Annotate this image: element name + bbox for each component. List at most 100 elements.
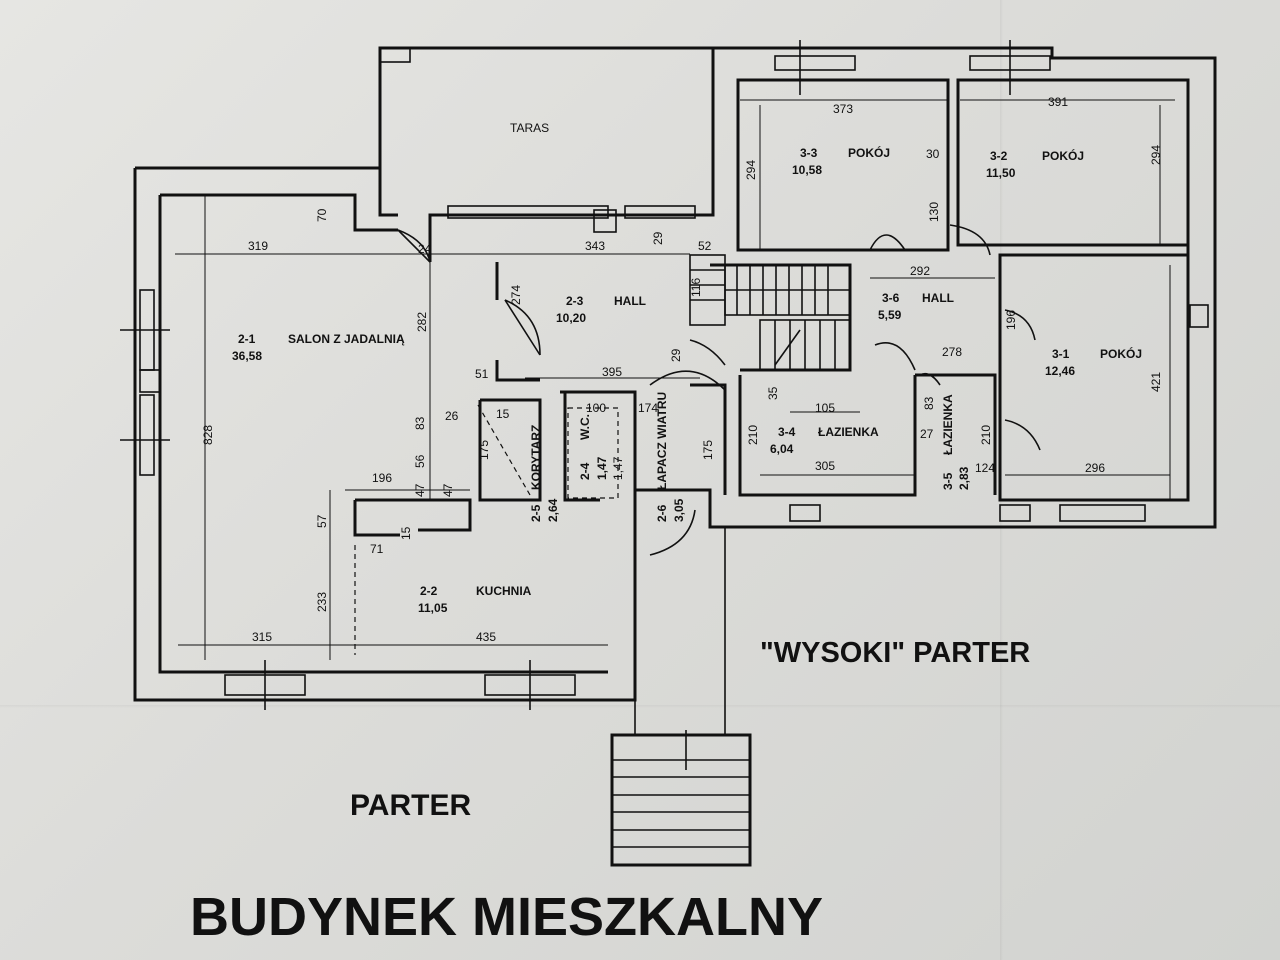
- room-3-2-code: 3-2: [990, 149, 1008, 163]
- plan-texts: TARAS 2-1 SALON Z JADALNIĄ 36,58 2-2 KUC…: [201, 95, 1163, 644]
- room-3-5-name: ŁAZIENKA: [941, 394, 955, 455]
- dim-label: 57: [315, 514, 329, 528]
- dim-label: 24: [418, 242, 432, 256]
- dim-label: 26: [445, 409, 459, 423]
- headings: "WYSOKI" PARTER PARTER BUDYNEK MIESZKALN…: [190, 637, 1030, 947]
- room-3-4-name: ŁAZIENKA: [818, 425, 879, 439]
- dim-label: 343: [585, 239, 605, 253]
- room-2-2-area: 11,05: [418, 601, 448, 615]
- doors: [397, 224, 1041, 556]
- dim-label: 175: [701, 440, 715, 460]
- dim-label: 15: [496, 407, 510, 421]
- dim-label: 56: [413, 454, 427, 468]
- room-2-1-area: 36,58: [232, 349, 262, 363]
- dim-label: 294: [744, 160, 758, 180]
- dim-label: 1,47: [611, 456, 625, 480]
- room-3-6-name: HALL: [922, 291, 954, 305]
- room-2-6-code: 2-6: [655, 504, 669, 522]
- room-3-3-code: 3-3: [800, 146, 818, 160]
- dimension-lines: [175, 99, 1175, 660]
- dim-label: 292: [910, 264, 930, 278]
- dim-label: 196: [1004, 310, 1018, 330]
- room-2-5-name: KORYTARZ: [529, 425, 543, 490]
- room-3-5-code: 3-5: [941, 472, 955, 490]
- dim-label: 196: [372, 471, 392, 485]
- room-2-3-name: HALL: [614, 294, 646, 308]
- dim-label: 51: [475, 367, 489, 381]
- room-3-6-code: 3-6: [882, 291, 900, 305]
- dim-label: 29: [651, 231, 665, 245]
- terrace-label: TARAS: [510, 121, 549, 135]
- dim-label: 15: [399, 526, 413, 540]
- stairs: [610, 254, 851, 867]
- dim-label: 210: [746, 425, 760, 445]
- room-2-4-area: 1,47: [595, 456, 609, 480]
- dim-label: 130: [927, 202, 941, 222]
- room-2-3-area: 10,20: [556, 311, 586, 325]
- level-label-left: PARTER: [350, 789, 471, 822]
- room-2-4-code: 2-4: [578, 462, 592, 480]
- room-3-1-area: 12,46: [1045, 364, 1075, 378]
- dim-label: 29: [669, 348, 683, 362]
- dim-label: 210: [979, 425, 993, 445]
- dim-label: 421: [1149, 372, 1163, 392]
- outer-walls: [133, 46, 1217, 702]
- dim-label: 274: [509, 285, 523, 305]
- dim-label: 124: [975, 461, 995, 475]
- dim-label: 70: [315, 208, 329, 222]
- level-label-right: "WYSOKI" PARTER: [760, 637, 1030, 669]
- dim-label: 27: [920, 427, 934, 441]
- dim-label: 395: [602, 365, 622, 379]
- room-2-3-code: 2-3: [566, 294, 584, 308]
- room-3-2-area: 11,50: [986, 166, 1016, 180]
- dim-label: 828: [201, 425, 215, 445]
- dim-label: 100: [586, 401, 606, 415]
- dim-label: 294: [1149, 145, 1163, 165]
- room-2-2-code: 2-2: [420, 584, 438, 598]
- room-3-3-name: POKÓJ: [848, 145, 890, 160]
- dim-label: 319: [248, 239, 268, 253]
- room-3-5-area: 2,83: [957, 466, 971, 490]
- dim-label: 296: [1085, 461, 1105, 475]
- windows: [120, 40, 1209, 710]
- room-3-1-code: 3-1: [1052, 347, 1070, 361]
- dim-label: 175: [477, 440, 491, 460]
- dim-label: 391: [1048, 95, 1068, 109]
- dim-label: 47: [441, 483, 455, 497]
- dim-label: 373: [833, 102, 853, 116]
- room-2-5-area: 2,64: [546, 498, 560, 522]
- dim-label: 105: [815, 401, 835, 415]
- dim-label: 83: [922, 396, 936, 410]
- room-3-2-name: POKÓJ: [1042, 148, 1084, 163]
- room-2-5-code: 2-5: [529, 504, 543, 522]
- dim-label: 174: [638, 401, 658, 415]
- dim-label: 278: [942, 345, 962, 359]
- dim-label: 435: [476, 630, 496, 644]
- page-title: BUDYNEK MIESZKALNY: [190, 887, 823, 947]
- room-2-6-name: ŁAPACZ WIATRU: [655, 392, 669, 490]
- dim-label: 71: [370, 542, 384, 556]
- dim-label: 315: [252, 630, 272, 644]
- room-2-1-code: 2-1: [238, 332, 256, 346]
- room-2-6-area: 3,05: [672, 498, 686, 522]
- dim-label: 282: [415, 312, 429, 332]
- dim-label: 305: [815, 459, 835, 473]
- room-3-4-area: 6,04: [770, 442, 794, 456]
- room-2-4-name: W.C.: [578, 414, 592, 440]
- room-2-2-name: KUCHNIA: [476, 584, 532, 598]
- dim-label: 47: [413, 483, 427, 497]
- dim-label: 52: [698, 239, 712, 253]
- dim-label: 83: [413, 416, 427, 430]
- room-3-3-area: 10,58: [792, 163, 822, 177]
- room-3-6-area: 5,59: [878, 308, 902, 322]
- dim-label: 30: [926, 147, 940, 161]
- room-3-1-name: POKÓJ: [1100, 346, 1142, 361]
- dim-label: 233: [315, 592, 329, 612]
- dim-label: 35: [766, 386, 780, 400]
- room-3-4-code: 3-4: [778, 425, 796, 439]
- dim-label: 116: [689, 278, 703, 297]
- room-2-1-name: SALON Z JADALNIĄ: [288, 332, 405, 346]
- dashed-lines: [354, 404, 619, 655]
